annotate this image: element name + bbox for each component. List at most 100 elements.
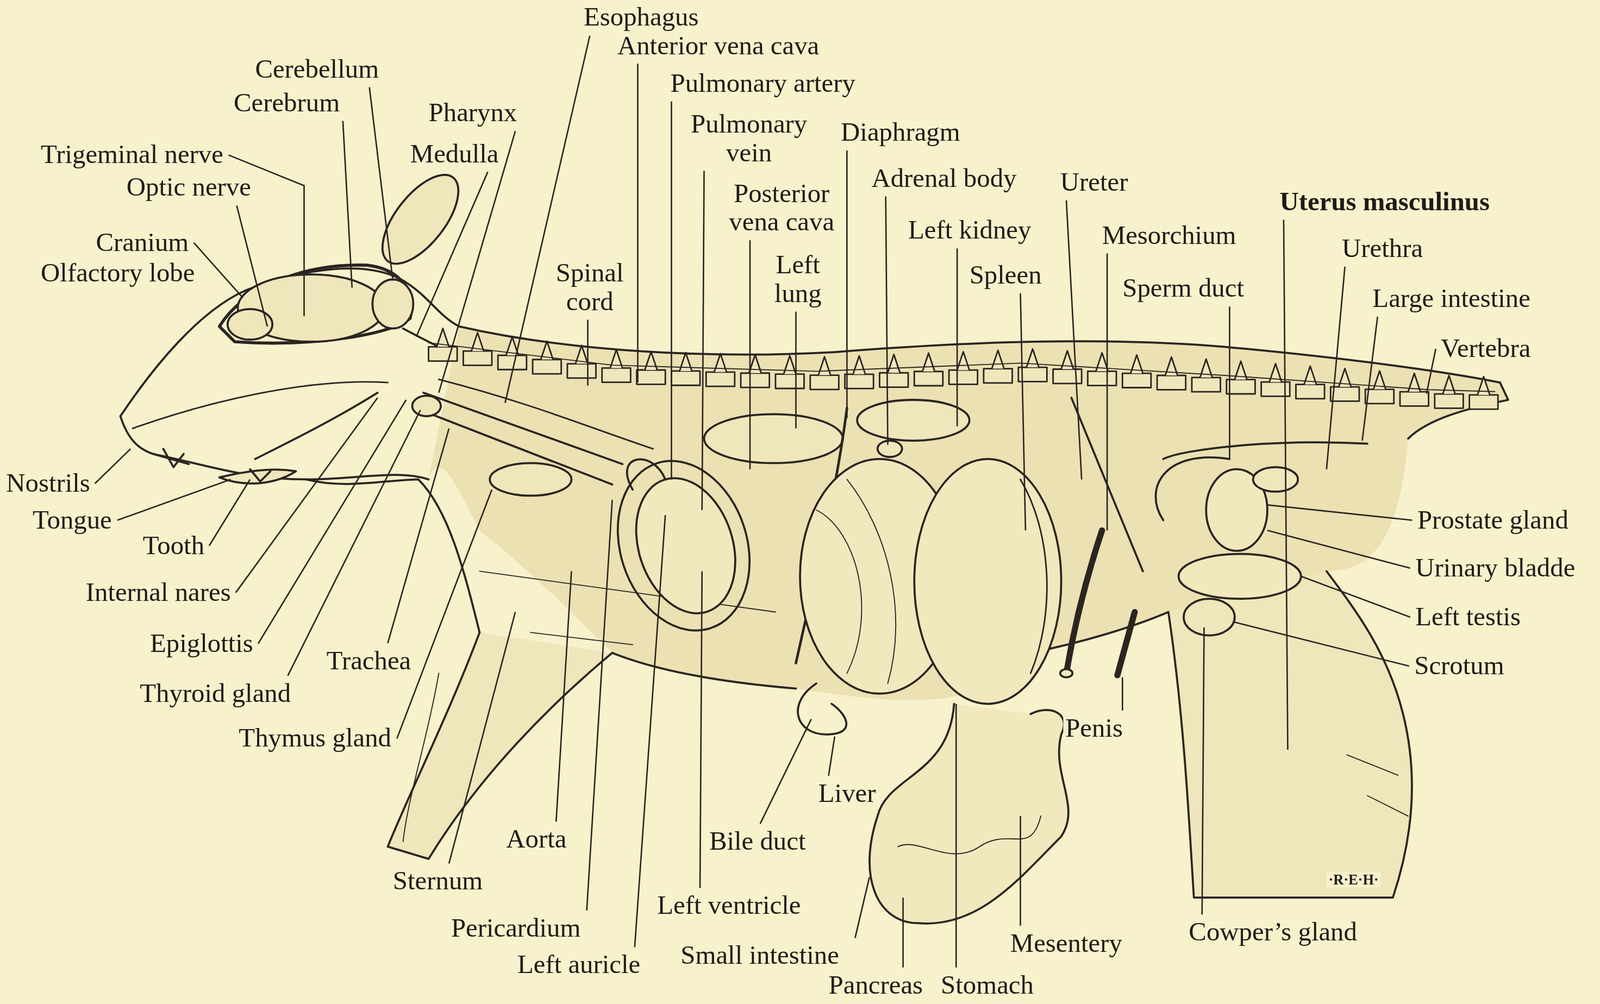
leader-line	[1019, 816, 1022, 927]
leader-line	[504, 35, 590, 404]
spinous-process	[991, 350, 1005, 370]
anatomy-line	[387, 632, 612, 860]
part-label: Olfactory lobe	[38, 258, 197, 289]
anatomy-line	[227, 309, 273, 340]
part-label: Large intestine	[1370, 284, 1533, 314]
vertebra-body	[428, 346, 458, 361]
spinous-process	[922, 353, 935, 372]
vertebra-body	[463, 351, 492, 366]
part-label: Anterior vena cava	[615, 30, 822, 61]
part-label: Spleen	[967, 260, 1044, 291]
part-label: Tooth	[140, 530, 207, 561]
anatomy-line	[914, 459, 1061, 705]
anatomy-line	[797, 683, 847, 735]
part-label: Medulla	[408, 139, 501, 169]
leader-line	[1362, 316, 1378, 441]
leader-line	[634, 515, 666, 948]
part-label: Urinary bladde	[1413, 553, 1578, 584]
anatomy-line	[305, 479, 480, 633]
vertebra-body	[1434, 394, 1464, 409]
part-label: Urethra	[1339, 234, 1425, 264]
anatomy-line	[254, 392, 378, 460]
leader-line	[670, 101, 673, 480]
part-label: Mesorchium	[1100, 220, 1239, 250]
leader-line	[1066, 200, 1082, 480]
part-label: Posterior vena cava	[717, 179, 847, 238]
vertebra-body	[1053, 369, 1083, 384]
leader-line	[438, 130, 516, 393]
spinous-process	[887, 354, 900, 373]
part-label: Ureter	[1058, 167, 1130, 198]
part-label: Left lung	[765, 250, 831, 309]
part-label: Small intestine	[678, 941, 842, 971]
spinous-process	[748, 354, 762, 374]
vertebra-body	[1295, 384, 1325, 399]
leader-line	[287, 410, 421, 677]
part-label: Spinal cord	[548, 258, 631, 317]
part-label: Sperm duct	[1120, 273, 1247, 304]
leader-line	[586, 320, 589, 386]
vertebra-body	[983, 369, 1013, 384]
vertebra-body	[1330, 386, 1360, 402]
anatomy-line	[438, 379, 653, 449]
part-label: Pulmonary vein	[681, 109, 817, 168]
anatomy-line	[1163, 442, 1368, 460]
part-label: Left kidney	[905, 215, 1034, 246]
spinous-process	[818, 357, 831, 376]
leader-line	[1121, 677, 1124, 711]
leader-line	[387, 428, 449, 644]
head-organs	[132, 162, 473, 484]
leader-line	[636, 63, 639, 383]
part-label: Left auricle	[515, 950, 643, 980]
part-label: Pharynx	[426, 98, 520, 128]
leader-line	[1426, 348, 1436, 395]
part-label: Bile duct	[707, 827, 808, 857]
leader-line	[586, 500, 613, 911]
part-label: Sternum	[390, 866, 485, 897]
spinous-process	[783, 355, 797, 375]
leader-line	[1301, 576, 1411, 618]
vertebra-body	[602, 367, 631, 383]
anatomy-line	[412, 395, 442, 417]
leader-line	[846, 150, 848, 419]
leader-line	[396, 489, 492, 739]
leader-line	[194, 242, 243, 298]
leader-line	[1283, 220, 1289, 750]
vertebra-body	[1400, 391, 1429, 406]
part-label: ·R·E·H·	[1326, 871, 1381, 888]
part-label: Penis	[1063, 713, 1125, 743]
part-label: Scrotum	[1412, 651, 1507, 681]
leader-line	[885, 196, 889, 445]
leader-line	[342, 120, 353, 288]
leader-line	[854, 877, 870, 939]
part-label: Pancreas	[826, 970, 925, 1000]
anatomy-line	[1060, 669, 1073, 678]
anatomy-line	[132, 382, 388, 429]
vertebra-body	[636, 370, 666, 385]
chest-organs	[412, 379, 848, 664]
leader-line	[1234, 622, 1410, 667]
part-label: Prostate gland	[1415, 505, 1571, 535]
leader-line	[1267, 504, 1413, 521]
vertebra-body	[497, 355, 527, 370]
part-label: Cerebrum	[231, 88, 342, 118]
leader-line	[1106, 253, 1109, 531]
vertebra-body	[879, 372, 909, 387]
part-label: Pulmonary artery	[668, 69, 858, 99]
part-label: Vertebra	[1438, 334, 1533, 364]
anatomy-line	[627, 459, 666, 490]
part-label: Epiglottis	[147, 629, 255, 659]
leader-line	[1228, 306, 1231, 460]
leader-line	[236, 205, 268, 327]
vertebra-body	[740, 373, 770, 388]
part-label: Thymus gland	[236, 723, 394, 754]
anatomy-line	[219, 469, 297, 484]
anatomy-line	[120, 416, 190, 465]
anatomy-line	[877, 440, 903, 458]
part-label: Pericardium	[448, 913, 583, 943]
leader-line	[555, 571, 572, 822]
leader-line	[1202, 627, 1205, 916]
anatomy-line	[704, 414, 843, 464]
vertebra-body	[1157, 375, 1186, 390]
anatomy-line	[163, 448, 271, 482]
